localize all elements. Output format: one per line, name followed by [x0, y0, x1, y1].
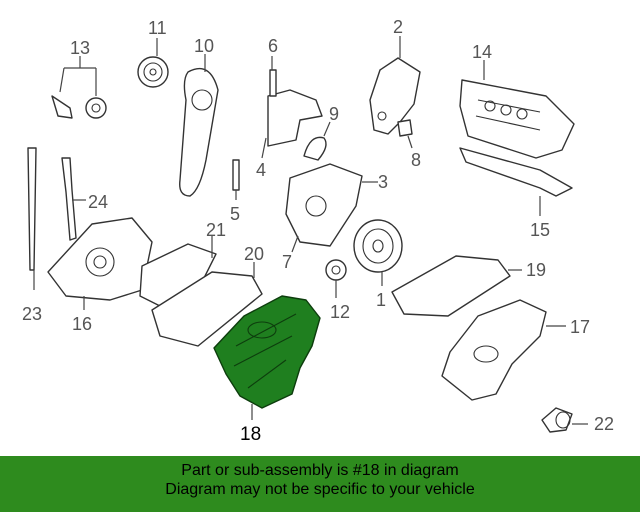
callout-8: 8 — [411, 150, 421, 170]
part-11-cam-gear[interactable] — [137, 56, 169, 88]
callout-17: 17 — [570, 317, 590, 337]
callout-6: 6 — [268, 36, 278, 56]
callout-5: 5 — [230, 204, 240, 224]
part-15-gasket[interactable] — [459, 147, 573, 197]
part-14-valve-cover[interactable] — [459, 79, 575, 159]
callout-1: 1 — [376, 290, 386, 310]
callout-10: 10 — [194, 36, 214, 56]
part-12-sprocket[interactable] — [325, 259, 347, 281]
callout-22: 22 — [594, 414, 614, 434]
part-22-oil-filter[interactable] — [541, 407, 573, 433]
part-19-pan-gasket[interactable] — [391, 255, 511, 317]
callout-16: 16 — [72, 314, 92, 334]
exploded-parts-diagram: 1 2 3 4 5 6 7 8 9 10 11 12 13 14 15 16 1… — [22, 17, 614, 445]
part-20-gasket[interactable] — [151, 271, 263, 347]
part-10-timing-belt[interactable] — [179, 67, 219, 197]
callout-3: 3 — [378, 172, 388, 192]
banner-line-2: Diagram may not be specific to your vehi… — [165, 481, 475, 498]
callout-13: 13 — [70, 38, 90, 58]
part-9-seal[interactable] — [303, 136, 327, 161]
part-18-oil-pan-highlighted[interactable] — [213, 295, 321, 409]
callout-12: 12 — [330, 302, 350, 322]
callout-18: 18 — [240, 424, 261, 445]
callout-2: 2 — [393, 17, 403, 37]
part-17-oil-pan[interactable] — [441, 299, 547, 401]
callout-11: 11 — [148, 18, 167, 38]
callout-23: 23 — [22, 304, 42, 324]
part-1-crank-pulley[interactable] — [353, 219, 403, 273]
callout-9: 9 — [329, 104, 339, 124]
callout-15: 15 — [530, 220, 550, 240]
info-banner: Part or sub-assembly is #18 in diagram D… — [0, 456, 640, 512]
part-2-upper-cover[interactable] — [369, 57, 421, 135]
banner-line-1: Part or sub-assembly is #18 in diagram — [181, 462, 459, 479]
callout-7: 7 — [282, 252, 292, 272]
part-6-bracket[interactable] — [267, 69, 323, 147]
part-13-tensioner[interactable] — [51, 95, 107, 119]
callout-4: 4 — [256, 160, 266, 180]
part-5-bolt[interactable] — [232, 159, 240, 191]
part-16-oil-pump[interactable] — [47, 217, 153, 301]
part-8-grommet[interactable] — [397, 119, 413, 137]
callout-21: 21 — [206, 220, 226, 240]
part-24-dipstick-tube[interactable] — [61, 157, 77, 241]
callout-20: 20 — [244, 244, 264, 264]
part-23-dipstick[interactable] — [27, 147, 37, 271]
callout-19: 19 — [526, 260, 546, 280]
part-3-lower-cover[interactable] — [285, 163, 363, 247]
callout-24: 24 — [88, 192, 108, 212]
callout-14: 14 — [472, 42, 492, 62]
